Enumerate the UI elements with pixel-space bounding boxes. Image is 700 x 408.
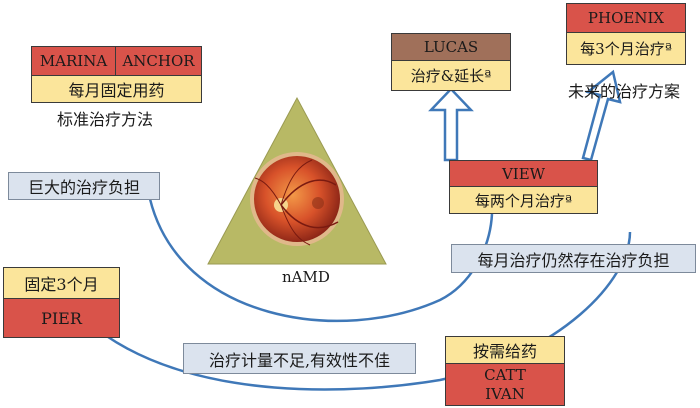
phoenix-box: PHOENIX [566,3,686,33]
retina-image [250,152,344,246]
view-box: VIEW [449,160,598,187]
treat-extend-box: 治疗&延长ª [391,60,511,91]
arrow-view-to-phoenix [581,69,622,162]
catt-box: CATT IVAN [445,363,565,406]
lucas-box: LUCAS [391,33,511,61]
marina-box: MARINA [31,46,116,76]
still-burden-box: 每月治疗仍然存在治疗负担 [451,244,696,273]
pier-box: PIER [3,298,120,338]
ivan-label: IVAN [485,384,525,403]
fixed3-box: 固定3个月 [3,267,120,299]
every2-box: 每两个月治疗ª [449,186,598,214]
prn-box: 按需给药 [445,336,565,364]
catt-label: CATT [484,365,526,384]
arc-pier-to-catt [104,231,632,391]
arrow-view-to-lucas [428,87,474,162]
burden-box: 巨大的治疗负担 [8,172,160,200]
anchor-box: ANCHOR [115,46,202,76]
insufficient-box: 治疗计量不足,有效性不佳 [183,343,416,374]
every3-box: 每3个月治疗ª [566,32,686,65]
namd-label: nAMD [282,268,330,286]
monthly-fixed-box: 每月固定用药 [31,75,202,103]
future-caption: 未来的治疗方案 [568,82,681,101]
standard-caption: 标准治疗方法 [57,110,154,129]
